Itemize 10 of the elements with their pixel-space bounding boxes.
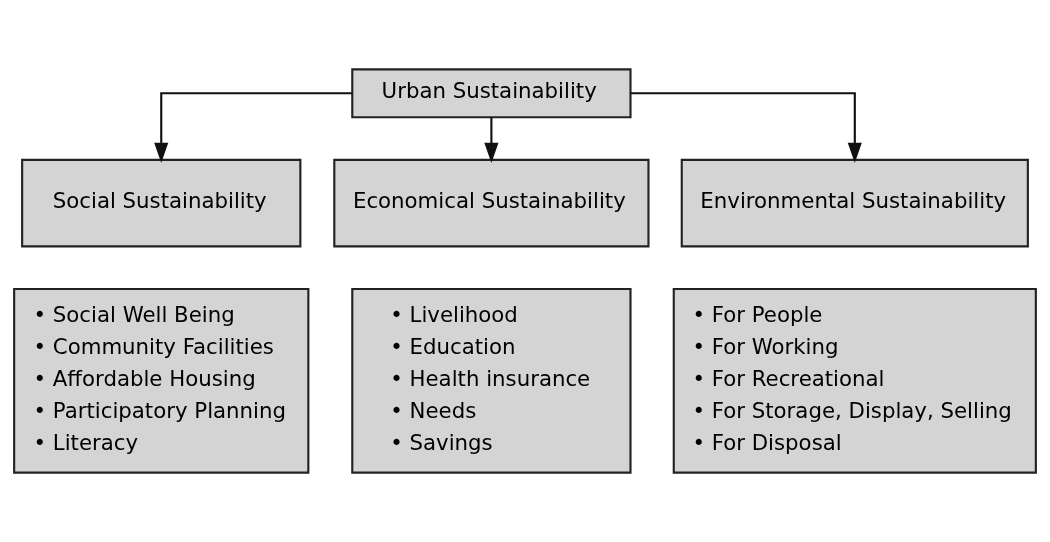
- node-box: • Social Well Being • Community Facilities • Affordable Housing • Participatory Planning • Literacy: [13, 287, 310, 474]
- arrow: [630, 92, 862, 163]
- arrow: [154, 92, 352, 163]
- node-box: • Livelihood • Education • Health insurance • Needs • Savings: [351, 287, 632, 474]
- node-box: Economical Sustainability: [333, 158, 650, 248]
- node-box: Social Sustainability: [21, 158, 302, 248]
- arrow: [484, 117, 499, 163]
- node-box: Environmental Sustainability: [680, 158, 1029, 248]
- node-box: Urban Sustainability: [351, 68, 632, 119]
- node-box: • For People • For Working • For Recreational • For Storage, Display, Selling • For Disposal: [672, 287, 1037, 474]
